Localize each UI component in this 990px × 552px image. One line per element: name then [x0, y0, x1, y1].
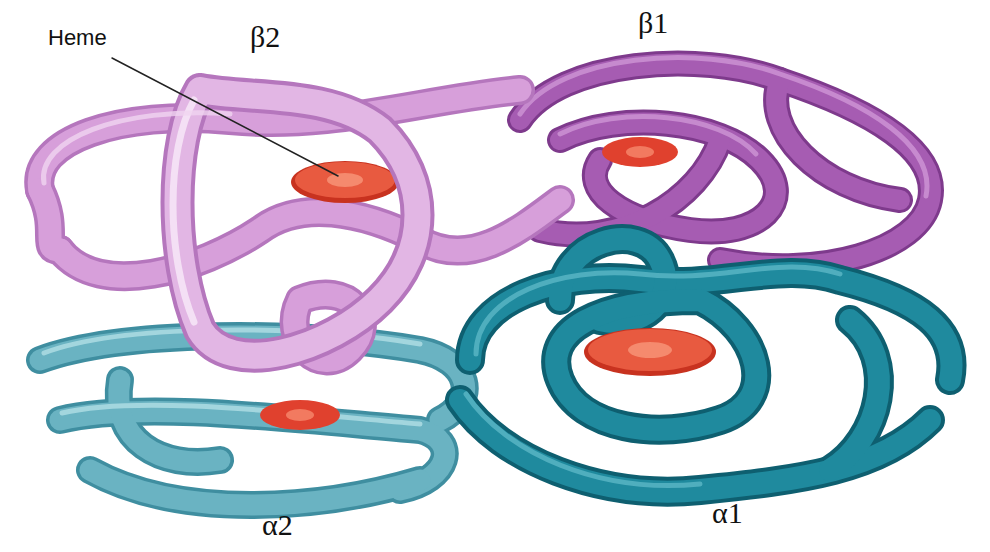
beta2-subunit — [39, 90, 560, 360]
beta1-subunit — [520, 58, 931, 267]
leader-line — [112, 58, 338, 176]
subunit-label: α1 — [712, 496, 743, 529]
alpha1-subunit — [460, 239, 952, 491]
subunit-label: α2 — [262, 508, 293, 541]
heme-label: Heme — [48, 26, 107, 50]
subunit-label: β1 — [638, 6, 668, 39]
subunit-label: β2 — [250, 20, 280, 53]
